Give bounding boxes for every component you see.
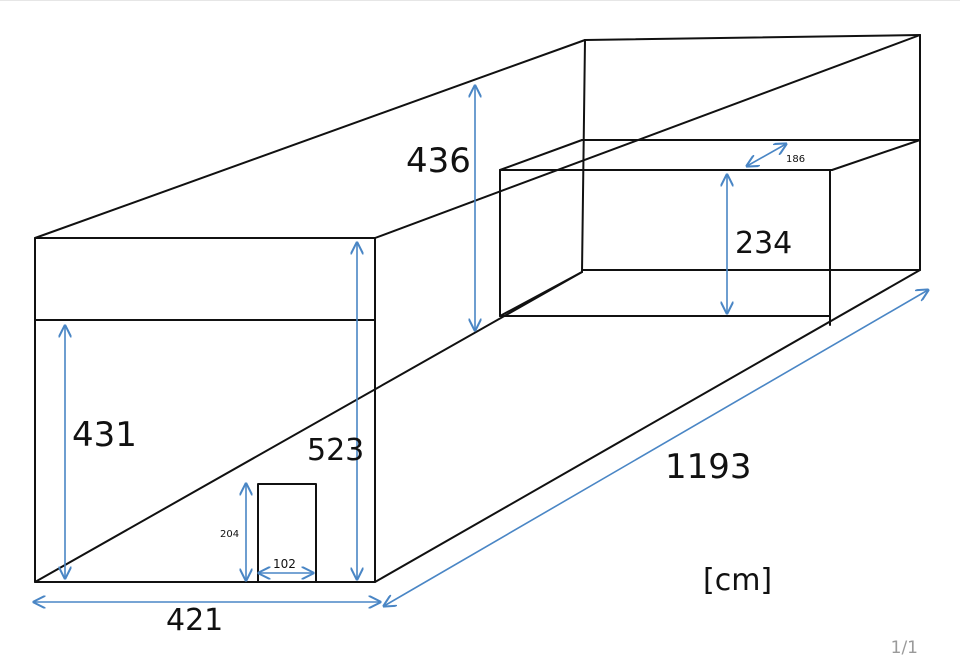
label-box-height: 234 <box>735 226 792 261</box>
label-front-width: 421 <box>166 603 223 638</box>
back-edge-left <box>581 39 586 273</box>
dim-depth-marker <box>747 144 786 166</box>
dimension-labels: 436 186 234 431 523 204 102 421 1193 [cm… <box>72 141 805 638</box>
top-edge-left <box>34 39 586 239</box>
top-divider <box>0 0 960 1</box>
label-door-width: 102 <box>273 557 296 571</box>
dim-length <box>384 290 928 606</box>
label-unit: [cm] <box>703 563 772 598</box>
front-face <box>34 237 376 583</box>
page-indicator: 1/1 <box>890 638 918 658</box>
label-depth-marker: 186 <box>786 154 805 165</box>
label-left-height: 431 <box>72 415 137 455</box>
door <box>257 483 317 583</box>
inner-box-diag-right <box>831 139 921 171</box>
dimension-lines <box>34 86 928 606</box>
label-door-height: 204 <box>220 529 239 540</box>
label-front-height: 523 <box>307 433 364 468</box>
top-edge-front <box>374 34 921 239</box>
container-outline <box>34 34 921 583</box>
inner-box-diag-left <box>499 139 583 171</box>
label-back-height: 436 <box>406 141 471 181</box>
inner-box-bottom-diag <box>499 271 583 317</box>
top-edge-back <box>584 34 921 41</box>
label-length: 1193 <box>665 447 752 487</box>
